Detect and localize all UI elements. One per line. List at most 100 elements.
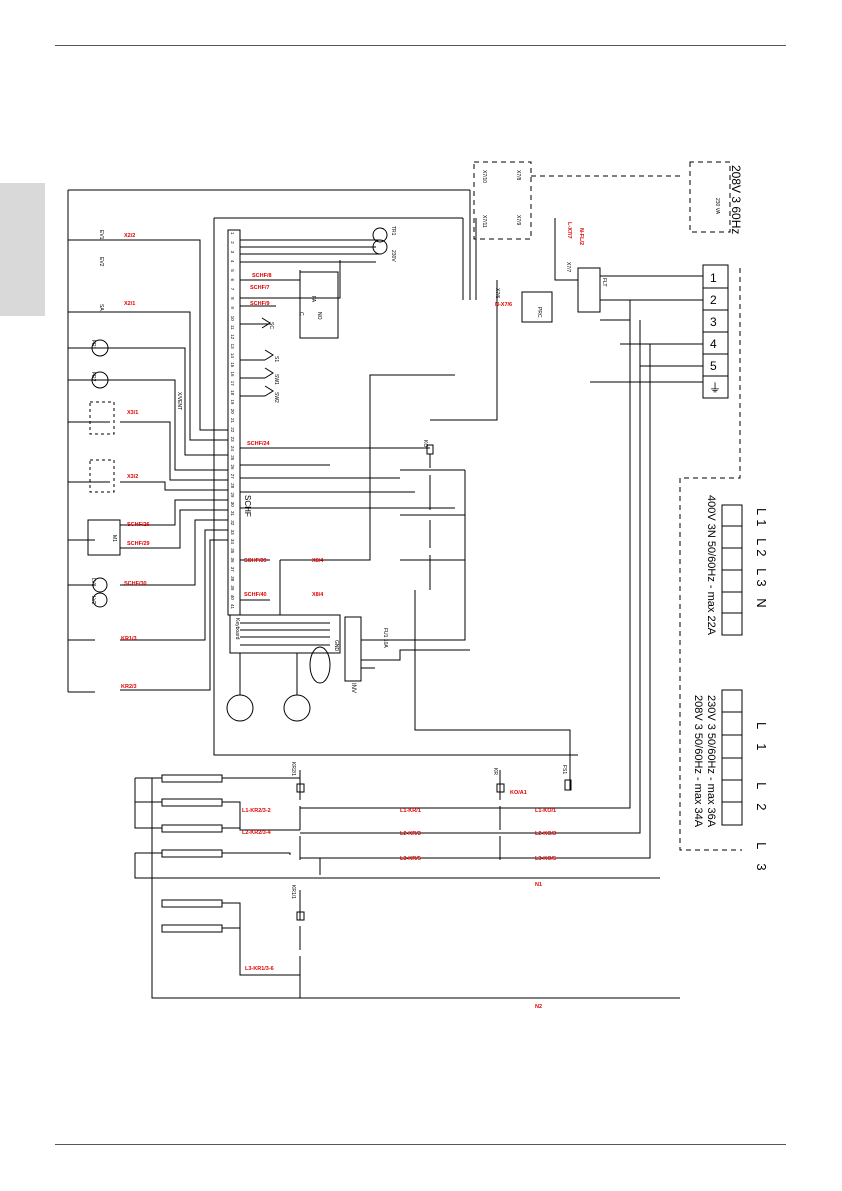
label-kr2-3: KR2/3 [121,684,137,690]
schf-pin-number: 11 [230,325,235,330]
inv-label: INV [350,683,356,693]
label-schf-24: SCHF/24 [247,441,271,447]
schf-pin-number: 30 [230,502,235,508]
x7-6-label: X7/6 [494,288,500,299]
label-schf-40: SCHF/40 [244,592,267,598]
schf-pin-number: 41 [230,604,235,610]
label-n-x7: N-X7/6 [495,302,512,308]
schf-pin-number: 36 [230,558,235,564]
label-schf-9: SCHF/9 [250,301,270,307]
label-l1-kr: L1-KR/1 [400,808,421,814]
schf-label: SCHF [243,495,252,517]
schf-pin-number: 8 [230,297,235,300]
label-l3-kr: L3-KR/5 [400,856,421,862]
label-x3-2: X3/2 [127,474,138,480]
schf-pin-number: 9 [230,306,235,309]
schf-pin-number: 35 [230,548,235,554]
kr2-label: KR2/1 [290,762,296,776]
label-kr1-3: KR1/3 [121,636,137,642]
terminal-4: 4 [710,337,717,351]
x7-10-label: X7/10 [481,170,487,183]
v230-label: 230V [390,250,396,262]
footer-rule [55,1144,786,1145]
keyboard-label: Keyboard [234,618,240,640]
flt-label: FLT [601,278,607,287]
schf-pin-number: 2 [230,241,235,244]
label-n1: N1 [535,882,542,888]
schf-pin-number: 20 [230,409,235,415]
fu10a-label: FU1 10A [382,628,388,648]
tr1-label: TR1 [390,226,396,236]
schf-pin-number: 5 [230,269,235,272]
s1-label: S1 [273,356,279,362]
schf-pin-number: 22 [230,427,235,433]
terminal-ground: ⏚ [709,381,721,395]
schf-pin-number: 7 [230,288,235,291]
schf-pin-number: 17 [230,381,235,387]
label-l2-kr: L2-KR/3 [400,831,421,837]
ventilation-label: X/VENT [176,392,182,410]
label-x2-2: X2/2 [124,233,135,239]
schf-pin-number: 6 [230,279,235,282]
schf-pin-number: 32 [230,520,235,526]
schf-pin-number: 16 [230,372,235,378]
x7-7-label: X7/7 [565,262,571,273]
label-l3-kr1: L3-KR1/3-6 [245,966,274,972]
schf-pin-number: 4 [230,260,235,263]
label-n-fl: N-FL/2 [578,228,584,245]
fa-label: FA [310,296,316,303]
schf-pin-number: 21 [230,418,235,424]
kr-label: KR [492,768,498,775]
terminal-2: 2 [710,293,717,307]
prc-label: PRC [536,307,542,318]
x7-8-label: X7/8 [515,170,521,181]
schf-pin-number: 12 [230,334,235,340]
label-x2-1: X2/1 [124,301,135,307]
kr1-label: KR1/1 [290,885,296,899]
x7-11-label: X7/11 [481,215,487,228]
supply-top-label: 208V 3 60Hz [729,165,743,234]
label-l3-ko: L3-KO/5 [535,856,556,862]
label-schf-30: SCHF/30 [124,581,147,587]
fr1-label: FR1 [90,340,96,350]
sc-label: SC [268,322,274,329]
label-ko-a1: KO/A1 [510,790,527,796]
schf-pin-number: 34 [230,539,235,545]
lv2-label: LV2 [90,596,96,605]
fs1-label: FS1 [561,765,567,774]
label-l2-ko: L2-KO/3 [535,831,556,837]
schf-pin-number: 27 [230,474,235,480]
label-x8-4b: X8/4 [312,592,324,598]
schf-pin-number: 10 [230,316,235,322]
label-schf-26: SCHF/26 [127,522,150,528]
schf-pin-number: 39 [230,585,235,591]
schf-pin-number: 24 [230,446,235,452]
terminal-3: 3 [710,315,717,329]
schf-pin-number: 28 [230,483,235,489]
schf-pin-number: 18 [230,390,235,396]
schf-pin-number: 37 [230,567,235,573]
sa-label: SA [98,304,104,311]
schf-pin-number: 15 [230,362,235,368]
schf-pin-number: 23 [230,437,235,443]
label-l1-ko: L1-KO/1 [535,808,556,814]
terminal-1: 1 [710,271,717,285]
label-x3-1: X3/1 [127,410,138,416]
supply-box2-rating2: 208V 3 50/60Hz - max 34A [692,695,704,828]
label-l-x7: L-X7/7 [566,222,572,239]
header-rule [55,45,786,46]
label-schf-7: SCHF/7 [250,285,270,291]
pump-label: M1 [111,535,117,542]
sw1-label: SW1 [273,374,279,385]
schf-pin-number: 26 [230,465,235,471]
supply-box2-line-label: L1 L2 L3 [754,722,769,885]
label-l2-kr2: L2-KR2/3-4 [242,830,272,836]
supply-box1-line-label: L1 L2 L3 N [754,508,769,612]
schf-pin-number: 38 [230,576,235,582]
ev2-label: EV2 [98,257,104,267]
terminal-5: 5 [710,359,717,373]
schf-pin-number: 13 [230,344,235,350]
schf-pin-number: 1 [230,232,235,235]
label-schf-8: SCHF/8 [252,273,272,279]
schf-pin-number: 40 [230,595,235,601]
